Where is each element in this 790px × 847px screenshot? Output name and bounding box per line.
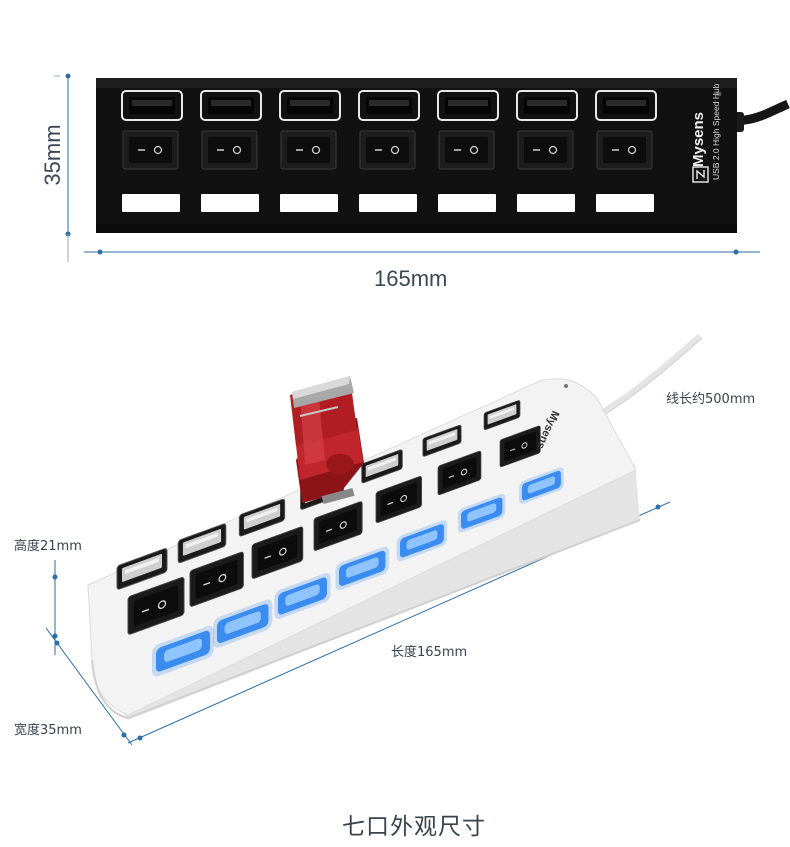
- led-indicator: [596, 194, 654, 212]
- usb-port-unit: [121, 90, 183, 212]
- usb-port-unit: [358, 90, 420, 212]
- white-cable: [598, 333, 703, 417]
- brand-name: Mysens: [690, 112, 707, 167]
- dimension-dot: [97, 249, 103, 255]
- dimension-dot: [137, 735, 143, 741]
- usb-port-unit: [238, 498, 331, 619]
- brand-logo: [692, 166, 709, 183]
- led-indicator: [517, 194, 575, 212]
- usb-port: [516, 90, 578, 121]
- usb-flash-drive: [290, 376, 364, 505]
- width-dimension-line: [45, 627, 133, 746]
- length-label: 165mm: [374, 266, 448, 291]
- usb-port-unit: [177, 523, 273, 648]
- dimension-dot: [655, 504, 661, 510]
- usb-port-unit: [595, 90, 657, 212]
- dimension-dot: [733, 249, 739, 255]
- black-hub-ports: [121, 90, 657, 212]
- led-indicator: [280, 194, 338, 212]
- usb-port-unit: [361, 449, 448, 562]
- led-indicator: [438, 194, 496, 212]
- black-hub-figure: Mysens USB 2.0 High Speed Hub: [54, 73, 790, 262]
- hub-height-label: 高度21mm: [14, 539, 82, 554]
- dimension-dot: [54, 640, 60, 646]
- usb-port: [200, 90, 262, 121]
- cable-length-label: 线长约500mm: [666, 392, 756, 407]
- led-indicator: [201, 194, 259, 212]
- white-hub-ports: [116, 400, 564, 677]
- usb-port-unit: [516, 90, 578, 212]
- usb-port-unit: [422, 424, 506, 533]
- led-indicator: [359, 194, 417, 212]
- length-dimension-line: [67, 234, 760, 262]
- power-indicator: [716, 91, 722, 97]
- dimension-dot: [52, 633, 58, 639]
- usb-port: [358, 90, 420, 121]
- usb-port-unit: [116, 548, 214, 677]
- dimension-dot: [52, 574, 58, 580]
- usb-port: [437, 90, 499, 121]
- usb-port: [279, 90, 341, 121]
- usb-port-unit: [200, 90, 262, 212]
- usb-port-unit: [437, 90, 499, 212]
- usb-port: [121, 90, 183, 121]
- figure-caption: 七口外观尺寸: [342, 814, 486, 840]
- usb-port-unit: [483, 400, 564, 504]
- usb-port-unit: [279, 90, 341, 212]
- hub-length-label: 长度165mm: [391, 645, 468, 660]
- dimension-dot: [65, 73, 71, 79]
- brand-subtitle: USB 2.0 High Speed Hub: [711, 83, 721, 180]
- height-dimension-line: [54, 75, 69, 234]
- hub-width-label: 宽度35mm: [14, 723, 82, 738]
- power-indicator: [564, 384, 568, 388]
- black-cable: [734, 99, 790, 127]
- dimension-dot: [121, 732, 127, 738]
- usb-port: [595, 90, 657, 121]
- led-indicator: [122, 194, 180, 212]
